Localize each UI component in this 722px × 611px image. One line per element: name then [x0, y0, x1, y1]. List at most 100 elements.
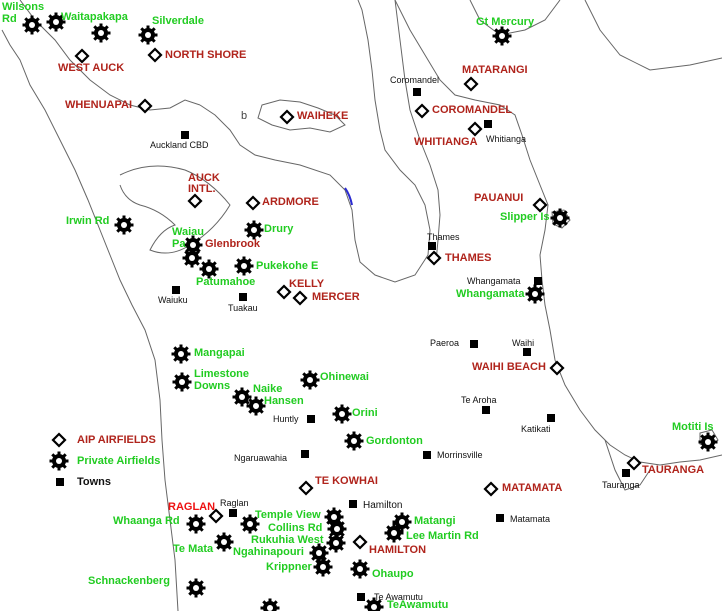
label-mangapai: Mangapai [194, 347, 245, 359]
private-marker-orini [332, 404, 352, 424]
label-wilsons-1: Wilsons [2, 1, 45, 13]
label-waihi-beach: WAIHI BEACH [472, 361, 546, 373]
private-marker-rukuhia-west [326, 533, 346, 553]
aip-marker-kelly [276, 284, 292, 300]
private-marker-te-mata [214, 532, 234, 552]
aip-marker-matarangi [463, 76, 479, 92]
private-marker-waiau [183, 235, 203, 255]
aip-marker-raglan [208, 508, 224, 524]
label-matangi: Matangi [414, 515, 456, 527]
label-matamata-town: Matamata [510, 514, 551, 524]
town-marker-waihi [523, 348, 531, 356]
label-huntly-town: Huntly [273, 414, 299, 424]
label-ardmore: ARDMORE [262, 196, 319, 208]
map-letter-b: b [241, 110, 248, 122]
town-marker-whangamata [534, 277, 542, 285]
aip-marker-hamilton [352, 534, 368, 550]
town-marker-waiuku [172, 286, 180, 294]
label-waiau: Waiau [172, 226, 204, 238]
private-marker-ohinewai [300, 370, 320, 390]
private-marker-mangapai [171, 344, 191, 364]
label-auckland-cbd: Auckland CBD [150, 140, 209, 150]
town-marker-tauranga [622, 469, 630, 477]
private-marker-motiti-is [698, 432, 718, 452]
label-coromandel: COROMANDEL [432, 104, 513, 116]
label-pauanui: PAUANUI [474, 192, 524, 204]
label-te-awamutu-town: Te Awamutu [374, 592, 423, 602]
private-marker-drury [244, 220, 264, 240]
aip-marker-north-shore [147, 47, 163, 63]
private-marker-schnackenberg [186, 578, 206, 598]
label-tuakau-town: Tuakau [228, 303, 258, 313]
legend-private-marker [49, 451, 69, 471]
label-north-shore: NORTH SHORE [165, 49, 247, 61]
label-rukuhia-west: Rukuhia West [251, 534, 324, 546]
label-coromandel-town: Coromandel [390, 75, 440, 85]
town-marker-paeroa [470, 340, 478, 348]
label-whangamata-town: Whangamata [467, 276, 521, 286]
town-marker-ngaruawahia [301, 450, 309, 458]
town-marker-huntly [307, 415, 315, 423]
label-waiuku-town: Waiuku [158, 295, 188, 305]
label-whenuapai: WHENUAPAI [65, 99, 133, 111]
private-marker-ngahinapouri [309, 543, 329, 563]
private-marker-bottom [260, 598, 280, 611]
label-teawamutu: TeAwamutu [387, 599, 449, 611]
private-marker-glenbrook [199, 259, 219, 279]
private-marker-waitapakapa [46, 12, 66, 32]
private-marker-hansen [246, 396, 266, 416]
label-whitianga-town: Whitianga [486, 134, 527, 144]
label-temple-view: Temple View [255, 509, 321, 521]
label-gordonton: Gordonton [366, 435, 423, 447]
label-tauranga-town: Tauranga [602, 480, 640, 490]
aip-marker-te-kowhai [298, 480, 314, 496]
private-marker-whangamata [525, 284, 545, 304]
label-hamilton: HAMILTON [369, 544, 427, 556]
label-matarangi: MATARANGI [462, 64, 528, 76]
legend-aip-marker [51, 432, 67, 448]
town-marker-morrinsville [423, 451, 431, 459]
label-limestone-1: Limestone [194, 368, 250, 380]
private-marker-collins-rd-2 [327, 519, 347, 539]
label-krippner: Krippner [266, 561, 312, 573]
airfield-markers [22, 12, 718, 611]
town-marker-matamata [496, 514, 504, 522]
legend-towns-label: Towns [77, 476, 112, 488]
aip-marker-whenuapai [137, 98, 153, 114]
private-marker-pukekohe-e [234, 256, 254, 276]
town-marker-thames [428, 242, 436, 250]
label-ohaupo: Ohaupo [372, 568, 414, 580]
label-papa: Pa [172, 238, 186, 250]
label-schnackenberg: Schnackenberg [88, 575, 170, 587]
label-irwin-rd: Irwin Rd [66, 215, 110, 227]
label-thames: THAMES [445, 252, 492, 264]
town-marker-tuakau [239, 293, 247, 301]
private-marker-wilsons [22, 15, 42, 35]
label-waitapakapa: Waitapakapa [61, 11, 128, 23]
private-marker-matangi [392, 512, 412, 532]
label-paeroa-town: Paeroa [430, 338, 460, 348]
private-marker-waitapakapa-2 [91, 23, 111, 43]
label-morrinsville-town: Morrinsville [437, 450, 483, 460]
label-waihi-town: Waihi [512, 338, 535, 348]
label-silverdale: Silverdale [152, 15, 204, 27]
label-limestone-2: Downs [194, 380, 231, 392]
label-ngaruawahia-town: Ngaruawahia [234, 453, 288, 463]
label-te-mata: Te Mata [173, 543, 214, 555]
town-marker-coromandel [413, 88, 421, 96]
label-hamilton-town: Hamilton [363, 500, 403, 511]
label-west-auck: WEST AUCK [58, 62, 125, 74]
private-marker-slipper-is [550, 208, 570, 228]
label-gt-mercury: Gt Mercury [476, 16, 535, 28]
town-marker-hamilton [349, 500, 357, 508]
town-marker-katikati [547, 414, 555, 422]
aip-marker-auck-intl [187, 193, 203, 209]
private-marker-limestone [172, 372, 192, 392]
label-ohinewai: Ohinewai [320, 371, 369, 383]
label-collins-rd: Collins Rd [268, 522, 323, 534]
river-segment [344, 187, 353, 206]
private-marker-silverdale [138, 25, 158, 45]
private-marker-whaanga-rd [186, 514, 206, 534]
